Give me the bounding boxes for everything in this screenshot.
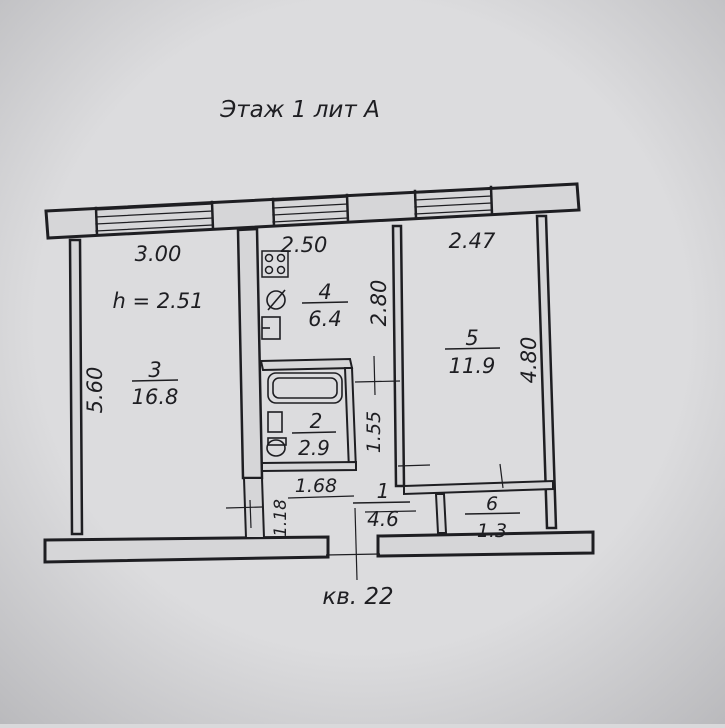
room3-width-label: 3.00 xyxy=(135,242,182,266)
floor-title: Этаж 1 лит А xyxy=(219,97,380,123)
room4-length-label: 2.80 xyxy=(367,280,391,327)
room5-length-label: 4.80 xyxy=(517,337,541,384)
room5-number: 5 xyxy=(465,326,478,350)
room6-area: 1.3 xyxy=(477,520,507,542)
top-wall xyxy=(44,182,581,240)
partition-3-4 xyxy=(236,227,264,480)
left-wall xyxy=(68,238,84,536)
bathtub xyxy=(267,372,343,404)
bottom-wall-left xyxy=(43,535,330,564)
fraction-bars xyxy=(131,301,521,515)
kitchen-sink-icon xyxy=(261,289,286,340)
bath-top-wall xyxy=(259,357,354,372)
room4-width-label: 2.50 xyxy=(281,233,328,257)
room2-number: 2 xyxy=(310,409,323,433)
hall-wall xyxy=(242,477,266,539)
walls xyxy=(43,182,595,564)
bath-width-label: 1.55 xyxy=(363,411,385,453)
top-windows xyxy=(94,185,494,237)
room5-width-label: 2.47 xyxy=(449,229,496,253)
apartment-label: кв. 22 xyxy=(322,584,393,610)
dimension-lines xyxy=(225,355,504,581)
room3-length-label: 5.60 xyxy=(83,367,107,414)
hall-length-label: 1.18 xyxy=(271,499,291,537)
room4-area: 6.4 xyxy=(308,307,341,331)
room6-number: 6 xyxy=(486,493,498,515)
room1-area: 4.6 xyxy=(367,507,399,531)
room2-area: 2.9 xyxy=(298,436,330,460)
right-wall xyxy=(535,214,558,530)
stove-icon xyxy=(261,250,289,278)
room3-number: 3 xyxy=(148,358,161,382)
hall-width-label: 1.68 xyxy=(295,475,337,497)
bath-bottom-wall xyxy=(261,460,357,473)
room1-number: 1 xyxy=(377,479,390,503)
bottom-wall-right xyxy=(376,530,595,558)
partition-4-5 xyxy=(391,224,406,488)
toilet-icon xyxy=(266,411,287,457)
closet-left-wall xyxy=(434,493,448,534)
room4-number: 4 xyxy=(318,280,331,304)
room5-bottom-wall xyxy=(403,479,554,496)
room3-area: 16.8 xyxy=(132,385,179,409)
ceiling-height-label: h = 2.51 xyxy=(112,289,203,313)
room5-area: 11.9 xyxy=(449,354,496,378)
